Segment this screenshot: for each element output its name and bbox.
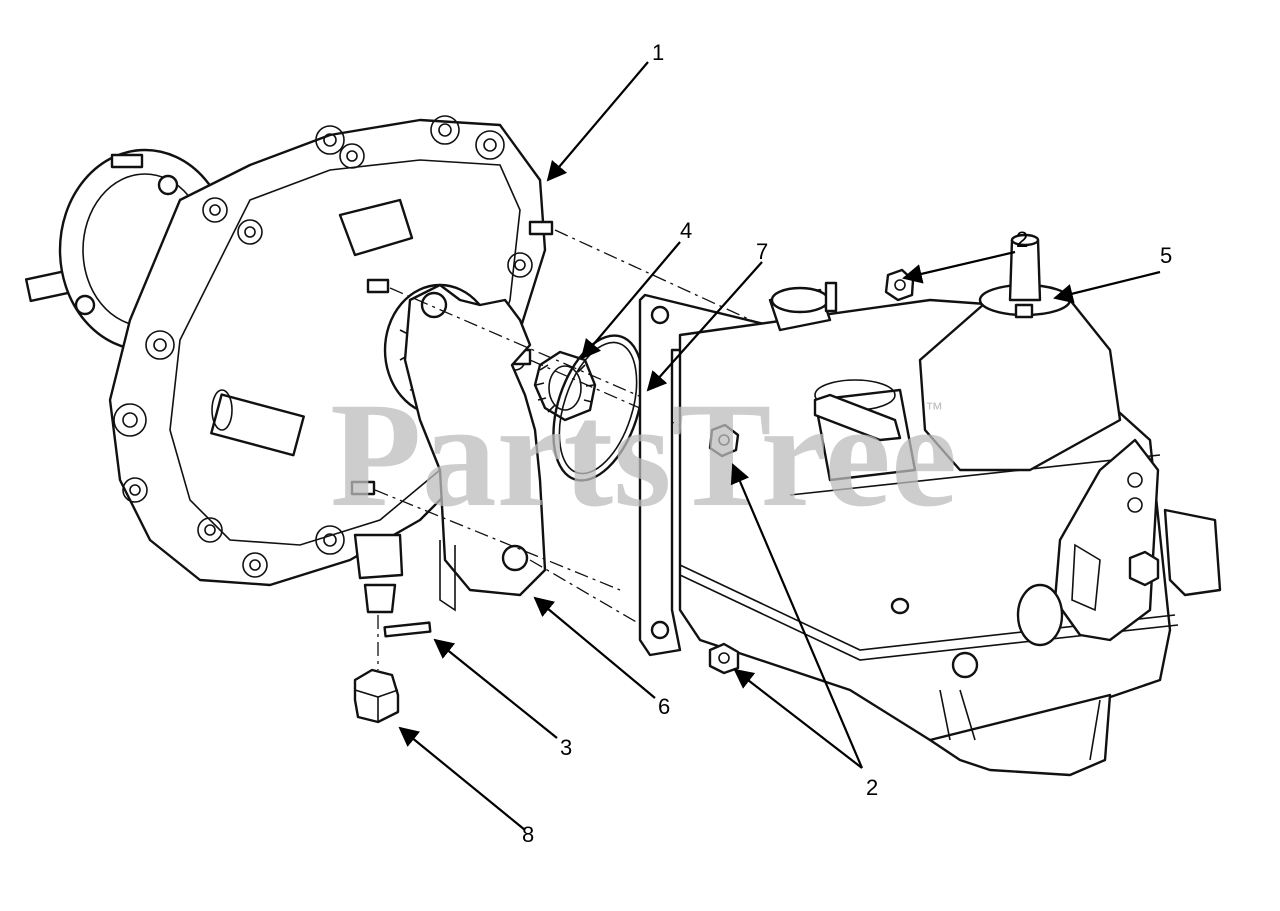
leader-2-low [733,668,863,769]
hex-nuts [708,268,915,675]
trademark-symbol: ™ [925,399,943,419]
callout-7: 7 [756,239,768,264]
fitting-assembly [353,583,432,724]
callout-8: 8 [522,822,534,847]
callout-1: 1 [652,40,664,65]
leader-arrows [398,61,1161,831]
leader-8 [398,726,526,831]
callout-labels: 1 2 2 3 4 5 6 7 8 [522,40,1172,847]
leader-2-mid [730,463,864,769]
callout-6: 6 [658,694,670,719]
leader-6 [533,596,656,699]
callout-2-bottom: 2 [866,775,878,800]
callout-5: 5 [1160,243,1172,268]
leader-1 [546,61,649,182]
bracket-plate [403,283,547,612]
leader-4 [580,241,681,360]
callout-4: 4 [680,218,692,243]
leader-5 [1053,270,1161,304]
callout-3: 3 [560,735,572,760]
leader-2-top [902,250,1016,284]
hydro-gearbox [638,233,1222,777]
leader-3 [433,638,558,739]
leader-7 [646,261,763,392]
watermark-text: PartsTree [330,372,957,538]
callout-2-top: 2 [1016,227,1028,252]
